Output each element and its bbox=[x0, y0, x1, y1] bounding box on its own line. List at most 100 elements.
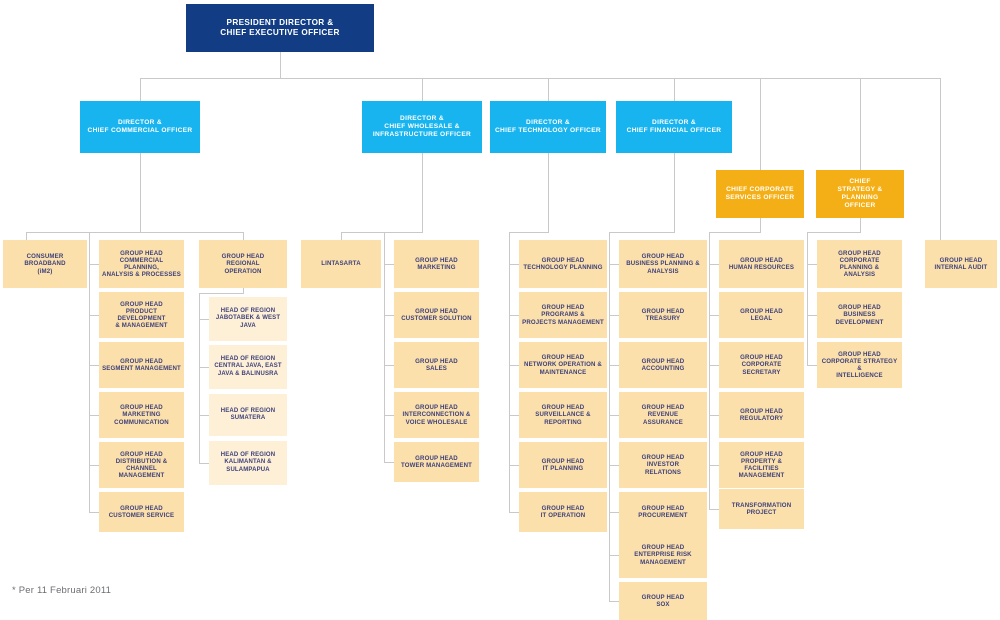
connector-wh-t2 bbox=[384, 315, 394, 316]
connector-cs-spine bbox=[709, 232, 710, 509]
connector-ceo-stem bbox=[280, 52, 281, 78]
org-node-ceo[interactable]: PRESIDENT DIRECTOR &CHIEF EXECUTIVE OFFI… bbox=[186, 4, 374, 52]
connector-wh-t1 bbox=[384, 264, 394, 265]
connector-cs-t4 bbox=[709, 415, 719, 416]
connector-wh-spine bbox=[384, 232, 385, 462]
org-node-dir-financial[interactable]: DIRECTOR &CHIEF FINANCIAL OFFICER bbox=[616, 101, 732, 153]
connector-cs-t3 bbox=[709, 365, 719, 366]
org-node-consumer-broadband[interactable]: CONSUMER BROADBAND(iM2) bbox=[3, 240, 87, 288]
connector-wholesale-stem bbox=[422, 153, 423, 232]
connector-financial-bus bbox=[609, 232, 675, 233]
org-node-lintasarta[interactable]: LINTASARTA bbox=[301, 240, 381, 288]
connector-fi-t7 bbox=[609, 555, 619, 556]
connector-ro-bus bbox=[199, 293, 244, 294]
connector-cp-t1 bbox=[89, 264, 99, 265]
connector-cp-t4 bbox=[89, 415, 99, 416]
connector-technology-stem bbox=[548, 153, 549, 232]
connector-cp-t6 bbox=[89, 512, 99, 513]
org-node-label: DIRECTOR &CHIEF FINANCIAL OFFICER bbox=[626, 119, 722, 134]
connector-cp-t3 bbox=[89, 365, 99, 366]
org-node-label: DIRECTOR &CHIEF COMMERCIAL OFFICER bbox=[87, 119, 193, 134]
connector-strategy-bus bbox=[807, 232, 861, 233]
connector-cs-t5 bbox=[709, 465, 719, 466]
connector-technology-bus bbox=[509, 232, 549, 233]
connector-cp-t5 bbox=[89, 465, 99, 466]
connector-ro-t1 bbox=[199, 319, 209, 320]
connector-wh-t5 bbox=[384, 462, 394, 463]
connector-wholesale-bus bbox=[341, 232, 423, 233]
connector-te-t5 bbox=[509, 465, 519, 466]
org-node-dir-technology[interactable]: DIRECTOR &CHIEF TECHNOLOGY OFFICER bbox=[490, 101, 606, 153]
connector-te-t6 bbox=[509, 512, 519, 513]
connector-cp-spine bbox=[89, 232, 90, 512]
connector-drop-internal-audit bbox=[940, 78, 941, 254]
org-node-dir-wholesale[interactable]: DIRECTOR &CHIEF WHOLESALE &INFRASTRUCTUR… bbox=[362, 101, 482, 153]
connector-drop-corp-services bbox=[760, 78, 761, 170]
connector-corpsvc-bus bbox=[709, 232, 761, 233]
connector-fi-t1 bbox=[609, 264, 619, 265]
org-node-dir-commercial[interactable]: DIRECTOR &CHIEF COMMERCIAL OFFICER bbox=[80, 101, 200, 153]
